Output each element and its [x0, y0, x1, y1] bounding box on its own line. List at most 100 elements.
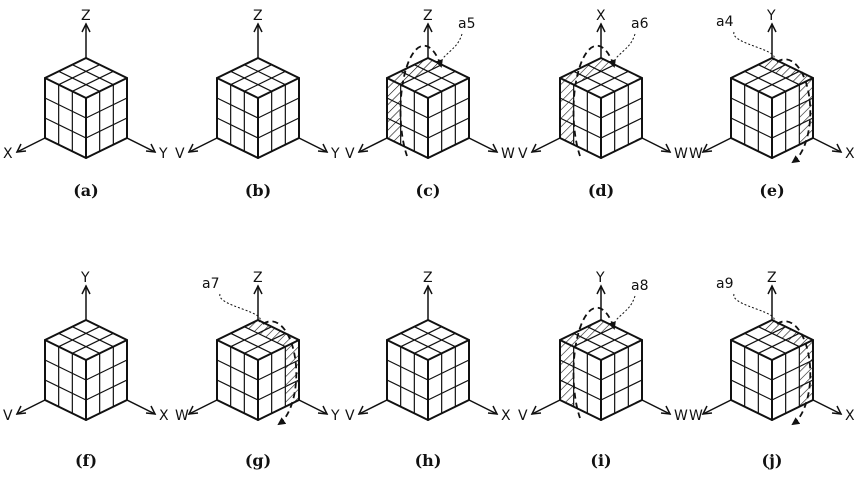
axis-right	[812, 137, 842, 153]
rotation-callout-label: a7	[202, 276, 220, 292]
axis-arrowhead	[357, 405, 369, 415]
axis-label-right: X	[845, 146, 855, 162]
left-face-grid-line	[386, 359, 429, 381]
axis-arrowhead	[660, 405, 672, 415]
axis-label-right: X	[845, 408, 855, 424]
rotation-callout-label: a9	[716, 276, 734, 292]
right-face-grid-line	[600, 379, 643, 401]
right-face-grid-line	[85, 379, 128, 401]
axis-label-right: W	[501, 146, 515, 162]
top-face-grid-line	[757, 70, 800, 92]
axis-arrowhead	[317, 143, 329, 153]
cube-edge	[730, 77, 773, 99]
axis-arrowhead	[487, 405, 499, 415]
cube-edge	[85, 77, 128, 99]
top-face-grid-line	[243, 70, 286, 92]
axis-label-left: W	[175, 408, 189, 424]
axis-right	[126, 399, 156, 415]
top-face-grid-line	[230, 326, 273, 348]
top-face-grid-line	[413, 332, 456, 354]
axis-label-top: Y	[595, 270, 605, 286]
rotation-arrow-icon	[262, 320, 298, 426]
right-face-grid-line	[427, 97, 470, 119]
hatched-slice-top	[560, 58, 615, 85]
top-face-grid-line	[230, 64, 273, 86]
axis-arrowhead	[253, 22, 263, 33]
left-face-grid-line	[216, 97, 259, 119]
axis-right	[298, 399, 328, 415]
axis-arrowhead	[487, 143, 499, 153]
axis-label-top: Z	[423, 8, 433, 24]
top-face-grid-line	[573, 326, 616, 348]
axis-label-top: Z	[767, 270, 777, 286]
top-face-grid-line	[573, 70, 616, 92]
top-face-grid-line	[586, 64, 629, 86]
figure-caption: (i)	[590, 451, 611, 470]
axis-label-right: W	[674, 146, 688, 162]
callout-leader-line	[615, 33, 636, 59]
hatched-slice-top	[244, 320, 299, 347]
figure-caption: (e)	[759, 181, 784, 200]
right-face-grid-line	[600, 117, 643, 139]
callout-leader-line	[219, 293, 261, 323]
callout-leader-line	[442, 33, 463, 59]
axis-label-right: X	[159, 408, 169, 424]
left-face-grid-line	[386, 117, 429, 139]
axis-label-top: X	[596, 8, 606, 24]
figure-caption: (b)	[245, 181, 271, 200]
axis-left	[358, 399, 388, 415]
axis-left	[531, 399, 561, 415]
axis-arrowhead	[596, 22, 606, 33]
top-face-grid-line	[400, 64, 443, 86]
figure-caption: (j)	[762, 451, 783, 470]
left-face-grid-line	[559, 117, 602, 139]
axis-left	[16, 399, 46, 415]
axis-arrowhead	[423, 22, 433, 33]
axis-label-left: X	[3, 146, 13, 162]
cube-edge	[257, 77, 300, 99]
axis-arrowhead	[253, 284, 263, 295]
axis-right	[298, 137, 328, 153]
axis-left	[702, 399, 732, 415]
top-face-grid-line	[230, 332, 273, 354]
left-face-grid-line	[216, 359, 259, 381]
axis-arrowhead	[145, 143, 157, 153]
hatched-slice-top	[758, 58, 813, 85]
left-face-grid-line	[559, 359, 602, 381]
right-face-grid-line	[85, 117, 128, 139]
axis-arrowhead	[701, 143, 713, 153]
axis-arrowhead	[187, 143, 199, 153]
hatched-slice-face	[560, 78, 574, 145]
cube-edge	[559, 77, 602, 99]
right-face-grid-line	[427, 117, 470, 139]
axis-left	[188, 137, 218, 153]
right-face-grid-line	[600, 359, 643, 381]
axis-arrowhead	[701, 405, 713, 415]
axis-label-right: W	[674, 408, 688, 424]
right-face-grid-line	[257, 379, 300, 401]
top-face-grid-line	[573, 64, 616, 86]
top-face-grid-line	[71, 326, 114, 348]
top-face-grid-line	[243, 64, 286, 86]
cube-edge	[386, 77, 429, 99]
axis-label-top: Z	[253, 270, 263, 286]
axis-label-left: V	[518, 146, 528, 162]
top-face-grid-line	[744, 70, 787, 92]
figure-caption: (f)	[75, 451, 97, 470]
left-face-grid-line	[216, 117, 259, 139]
left-face-grid-line	[730, 379, 773, 401]
axis-arrowhead	[15, 143, 27, 153]
top-face-grid-line	[71, 332, 114, 354]
axis-arrowhead	[767, 284, 777, 295]
top-face-grid-line	[400, 326, 443, 348]
axis-arrowhead	[767, 22, 777, 33]
right-face-grid-line	[257, 97, 300, 119]
left-face-grid-line	[730, 97, 773, 119]
